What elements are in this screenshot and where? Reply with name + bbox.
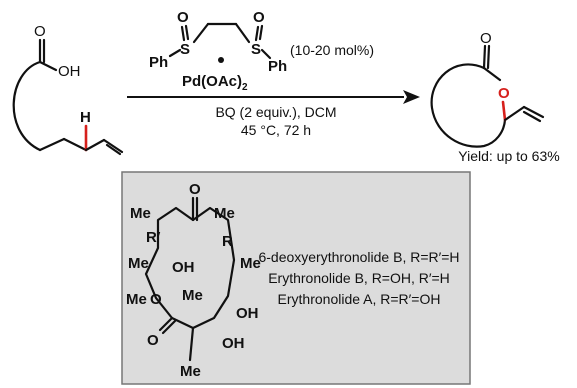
reactant-vinyl-db-b	[105, 143, 122, 156]
product-carbonyl-o: O	[480, 30, 492, 47]
r-prime-substituent: R′	[146, 229, 161, 246]
arrow-head	[403, 90, 420, 104]
catalyst-s-right: S	[251, 41, 261, 58]
hydroxyl-right: OH	[236, 305, 259, 322]
reactant-chain-arc	[12, 60, 42, 152]
catalyst-so-left-a	[180, 25, 186, 42]
catalyst-bridge-c	[234, 22, 251, 44]
catalyst-so-right-a	[254, 25, 260, 42]
lactone-carbonyl-o: O	[147, 332, 159, 349]
hydroxyl-bottom: OH	[222, 335, 245, 352]
lactone-ring-o: O	[150, 291, 162, 308]
catalyst-loading: (10-20 mol%)	[290, 42, 374, 58]
methyl-left: Me	[128, 255, 149, 272]
compound-line-1: 6-deoxyerythronolide B, R=R′=H	[258, 249, 459, 265]
reactant-vinyl-bond	[84, 138, 106, 152]
lactone-co-bond-b	[161, 319, 177, 335]
conditions-line-1: BQ (2 equiv.), DCM	[215, 104, 336, 120]
product-vinyl-bond	[503, 105, 526, 122]
natural-products-panel	[121, 171, 471, 385]
product-yield: Yield: up to 63%	[458, 148, 559, 164]
product-co-bond-a	[482, 44, 487, 70]
compound-line-3: Erythronolide A, R=R′=OH	[278, 291, 441, 307]
reactant-carbonyl-o: O	[34, 23, 46, 40]
ethyl-group: Me	[126, 291, 147, 308]
catalyst-pd: Pd(OAc)2	[182, 73, 248, 93]
catalyst-s-left: S	[180, 41, 190, 58]
r-substituent: R	[222, 233, 233, 250]
reactant-vinyl-db-a	[102, 138, 124, 154]
methyl-top-left: Me	[130, 205, 151, 222]
product-new-co-bond	[501, 100, 507, 122]
hydroxyl-inner: OH	[172, 259, 195, 276]
conditions-line-2: 45 °C, 72 h	[241, 122, 311, 138]
product-ring-o: O	[498, 85, 510, 102]
lactone-co-bond-a	[158, 316, 174, 332]
catalyst-o-right: O	[253, 9, 265, 26]
catalyst-s-ph-right	[260, 48, 272, 60]
catalyst-ph-left: Ph	[149, 54, 168, 71]
catalyst-bridge-a	[192, 22, 210, 44]
catalyst-o-left: O	[177, 9, 189, 26]
catalyst-so-left-b	[184, 24, 190, 41]
erythronolide-structure: O O O Me Me R′ R Me OH Me Me Me OH OH Me	[126, 181, 261, 380]
compound-line-2: Erythronolide B, R=OH, R′=H	[268, 270, 450, 286]
ketone-o: O	[189, 181, 201, 198]
product-ring-arc	[430, 63, 507, 148]
methyl-top-right: Me	[214, 205, 235, 222]
reaction-arrow	[127, 90, 420, 104]
bottom-methyl-bond	[188, 326, 195, 362]
reactant-hydroxyl: OH	[58, 63, 81, 80]
catalyst-s-ph-left	[168, 48, 182, 58]
catalyst-structure: O O S S Ph Ph Pd(OAc)2 (10-20 mol%)	[149, 9, 374, 93]
reactant-chain-end	[38, 137, 66, 152]
reactant-ch-carbon-bond	[62, 137, 88, 152]
catalyst-ph-right: Ph	[268, 58, 287, 75]
methyl-bottom: Me	[180, 363, 201, 380]
methyl-lower: Me	[182, 287, 203, 304]
methyl-right: Me	[240, 255, 261, 272]
catalyst-dot	[218, 57, 224, 63]
product-c-oring-bond	[482, 66, 502, 82]
macrolactone-ring	[144, 206, 236, 330]
reactant-structure: O OH H	[12, 23, 124, 156]
product-vinyl-db-a	[522, 105, 545, 119]
reactant-c-oh-bond	[38, 60, 58, 72]
catalyst-so-right-b	[258, 24, 264, 41]
product-structure: O O	[430, 30, 545, 148]
product-co-bond-b	[486, 44, 491, 70]
product-vinyl-db-b	[522, 110, 542, 123]
reactant-hydrogen: H	[80, 109, 91, 126]
